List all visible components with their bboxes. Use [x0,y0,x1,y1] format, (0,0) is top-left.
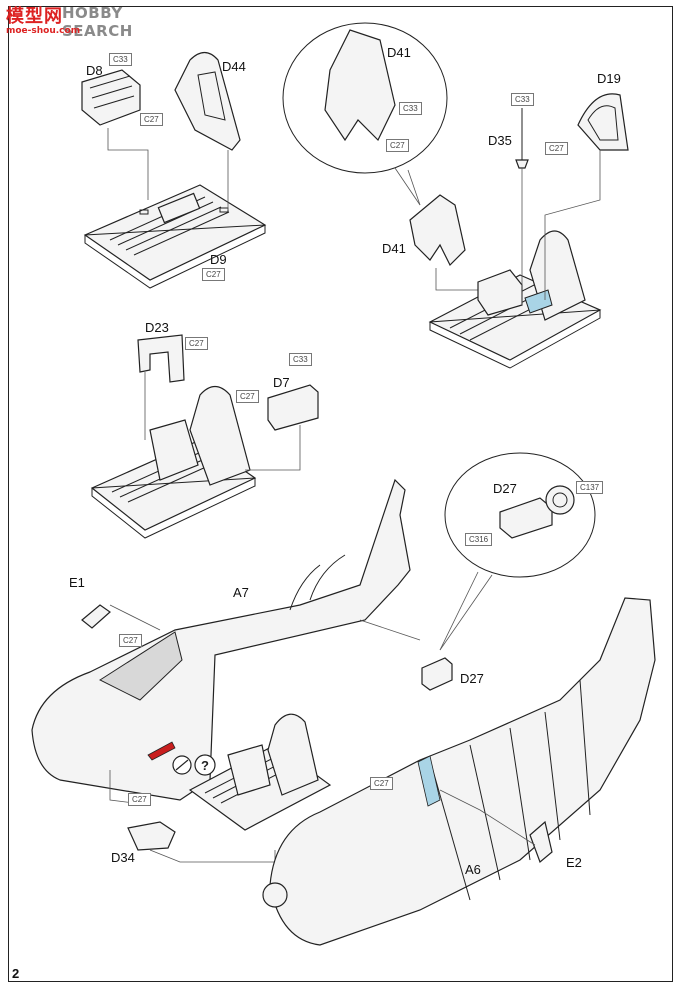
callout-d27 [439,452,596,651]
optional-part-icon [172,755,192,775]
label-d27-detail: D27 [493,481,517,496]
part-d34 [127,821,176,851]
color-ref-c27-e1: C27 [119,634,142,647]
color-ref-c27-a6: C27 [370,777,393,790]
part-d44 [174,51,241,151]
part-d23 [137,334,185,383]
part-e1 [81,604,111,629]
label-d27: D27 [460,671,484,686]
color-ref-c33-d41: C33 [399,102,422,115]
part-d35 [515,108,529,169]
watermark: 模型网 HOBBY SEARCH moe-shou.com [4,2,184,42]
label-d8: D8 [86,63,103,78]
part-a7 [31,478,411,801]
watermark-brand-cn: 模型网 [6,6,63,27]
instruction-page [8,6,673,982]
color-ref-c33-d7: C33 [289,353,312,366]
step-floor-right [428,230,602,369]
color-ref-c27-d41: C27 [386,139,409,152]
color-ref-c137: C137 [576,481,604,494]
color-ref-c33-d8: C33 [109,53,132,66]
part-d8 [81,69,141,126]
part-d41-mid [409,194,466,267]
question-mark-icon: ? [194,754,216,776]
label-a6: A6 [465,862,481,877]
watermark-url: moe-shou.com [6,26,81,36]
page-number: 2 [12,966,20,981]
label-d9: D9 [210,252,227,267]
part-d19 [577,93,629,151]
color-ref-c27-d34: C27 [128,793,151,806]
svg-text:?: ? [201,758,209,773]
color-ref-c316: C316 [465,533,493,546]
label-d7: D7 [273,375,290,390]
label-e1: E1 [69,575,85,590]
label-d34: D34 [111,850,135,865]
label-d41-top: D41 [387,45,411,60]
label-d44: D44 [222,59,246,74]
callout-d41 [282,22,448,206]
step-floor-d9 [83,184,267,289]
label-e2: E2 [566,855,582,870]
label-d23: D23 [145,320,169,335]
watermark-brand-en: HOBBY SEARCH [62,4,133,40]
color-ref-c33-d35: C33 [511,93,534,106]
part-e2 [529,820,553,864]
color-ref-c27-d35: C27 [545,142,568,155]
label-a7: A7 [233,585,249,600]
part-d7 [267,384,319,431]
label-d19: D19 [597,71,621,86]
color-ref-c27-d23: C27 [185,337,208,350]
color-ref-c27-d8: C27 [140,113,163,126]
cockpit-tub-center [188,713,332,831]
label-d41-mid: D41 [382,241,406,256]
label-d35: D35 [488,133,512,148]
color-ref-c27-d7: C27 [236,390,259,403]
color-ref-c27-d9: C27 [202,268,225,281]
step-floor-3 [90,385,257,539]
part-d27 [421,657,453,691]
part-a6 [262,597,656,946]
